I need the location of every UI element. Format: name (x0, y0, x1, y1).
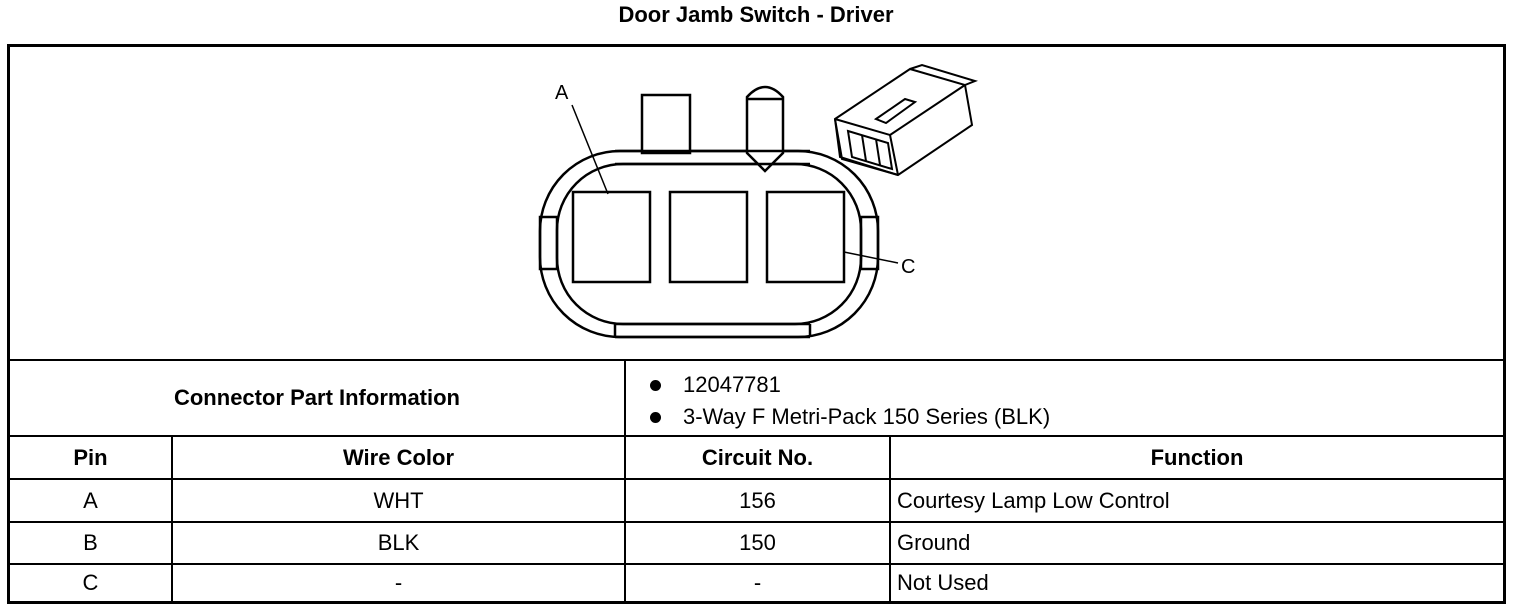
page-title: Door Jamb Switch - Driver (618, 2, 894, 27)
connector-part-info-list: 12047781 3-Way F Metri-Pack 150 Series (… (650, 369, 1050, 433)
divider (10, 478, 1503, 480)
table-cell-wire-color: WHT (373, 487, 424, 513)
divider (10, 563, 1503, 565)
connector-part-info-label: Connector Part Information (173, 385, 460, 410)
table-cell-wire-color: - (394, 570, 403, 595)
connector-table-frame: A C Connector Part Information 12047781 … (7, 44, 1506, 604)
leader-line-a (571, 104, 609, 195)
list-item: 3-Way F Metri-Pack 150 Series (BLK) (650, 401, 1050, 433)
header-pin: Pin (73, 444, 108, 470)
header-circuit-no: Circuit No. (701, 444, 814, 470)
list-item: 12047781 (650, 369, 1050, 401)
cavity-b (668, 190, 749, 284)
bullet-icon (650, 411, 661, 423)
divider (10, 359, 1503, 361)
header-function: Function (1150, 444, 1244, 470)
left-side-notch (538, 215, 559, 271)
table-cell-wire-color: BLK (377, 530, 420, 555)
table-cell-circuit: 150 (739, 530, 776, 555)
connector-description: 3-Way F Metri-Pack 150 Series (BLK) (683, 404, 1051, 429)
table-cell-pin: B (83, 530, 98, 555)
table-cell-circuit: 156 (739, 487, 776, 513)
table-cell-pin: A (83, 487, 98, 513)
connector-diagram: A C (10, 47, 1503, 359)
leader-line-c (843, 251, 899, 264)
lock-tab (640, 93, 692, 155)
divider (10, 435, 1503, 437)
connector-housing-inner (555, 162, 863, 326)
divider (624, 359, 626, 601)
divider (889, 435, 891, 601)
divider (10, 521, 1503, 523)
connector-housing-outer (538, 149, 880, 339)
header-wire-color: Wire Color (342, 444, 455, 470)
table-cell-function: Ground (897, 530, 971, 555)
right-side-notch (859, 215, 880, 271)
connector-face-drawing: A C (538, 63, 979, 339)
table-cell-function: Not Used (897, 570, 989, 595)
connector-isometric-view (833, 63, 979, 177)
pin-label-c: C (901, 256, 915, 278)
cavity-c (765, 190, 846, 284)
pin-label-a: A (555, 82, 569, 104)
part-number: 12047781 (683, 372, 781, 397)
bullet-icon (650, 379, 661, 391)
cavity-a (571, 190, 652, 284)
table-cell-circuit: - (753, 570, 762, 595)
divider (171, 435, 173, 601)
table-cell-pin: C (82, 570, 99, 595)
table-cell-function: Courtesy Lamp Low Control (897, 487, 1170, 513)
